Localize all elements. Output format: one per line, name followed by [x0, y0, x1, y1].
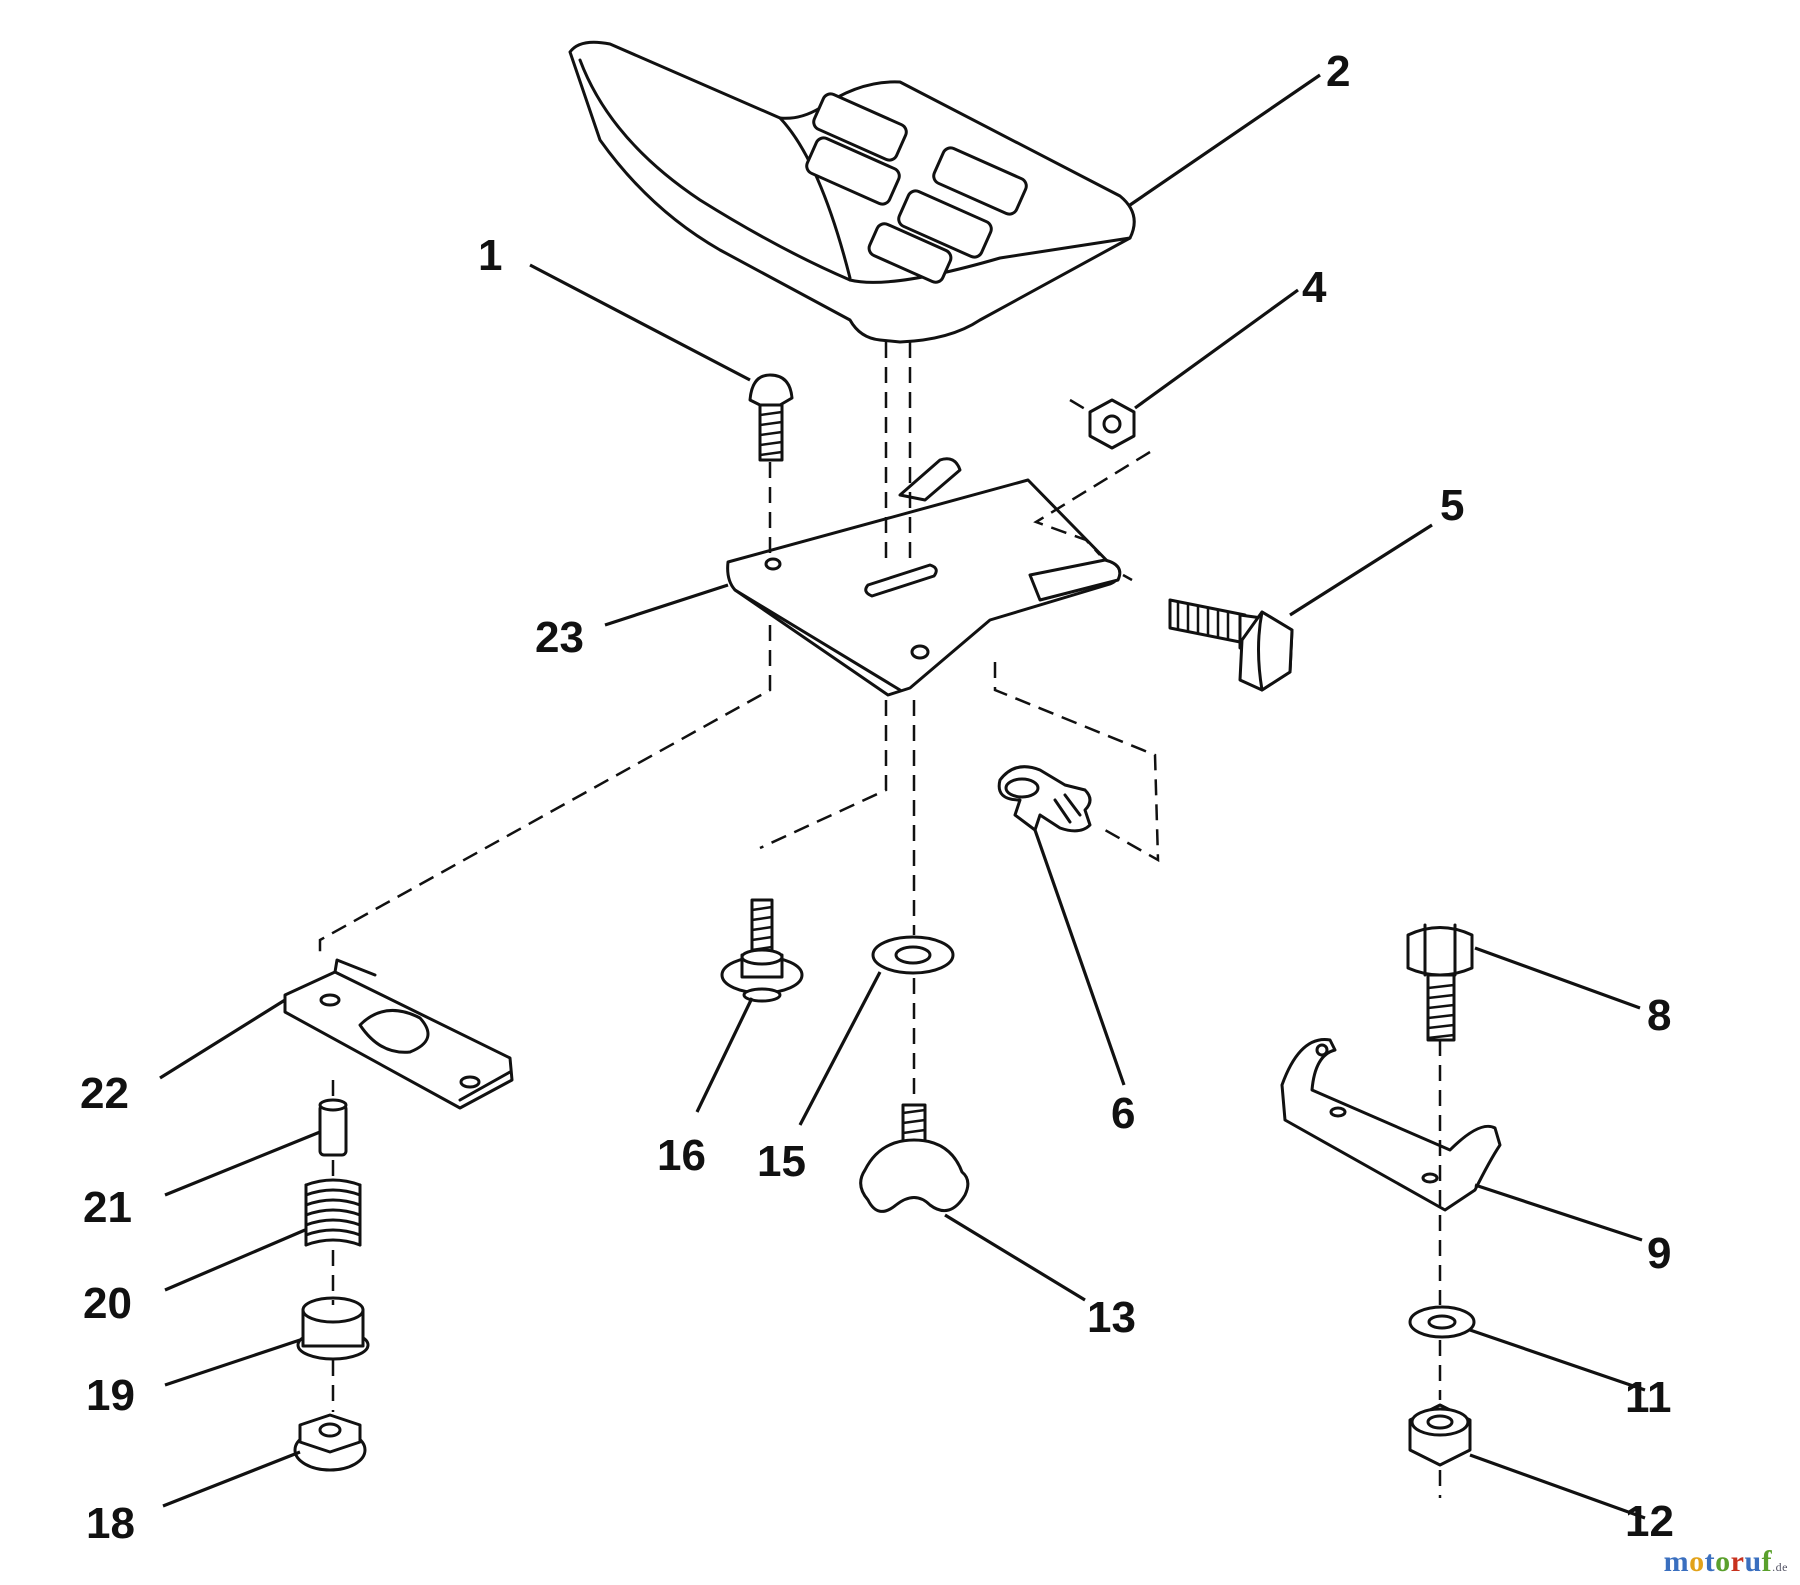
callout-20: 20: [83, 1279, 132, 1328]
callout-15: 15: [757, 1137, 806, 1186]
callout-18: 18: [86, 1499, 135, 1548]
brand-letter: m: [1663, 1545, 1690, 1578]
watermark-logo: motoruf.de: [1664, 1545, 1788, 1579]
callout-2: 2: [1326, 47, 1350, 96]
flat-washer-small: [1408, 1305, 1476, 1339]
callout-11: 11: [1625, 1373, 1672, 1422]
adjustment-knob: [859, 1103, 970, 1213]
brand-letter: t: [1704, 1545, 1716, 1578]
callout-6: 6: [1111, 1089, 1135, 1138]
callout-4: 4: [1302, 263, 1327, 312]
callout-23: 23: [535, 613, 584, 662]
callout-22: 22: [80, 1069, 129, 1118]
callout-21: 21: [83, 1183, 132, 1232]
assembly-lines: [318, 342, 1442, 1498]
seat: [568, 40, 1136, 344]
callout-5: 5: [1440, 481, 1464, 530]
slide-plate: [283, 958, 514, 1110]
compression-spring: [304, 1178, 362, 1247]
callout-16: 16: [657, 1131, 706, 1180]
mounting-bracket: [1280, 1038, 1502, 1212]
brand-letter: o: [1689, 1545, 1705, 1578]
lock-nut: [1408, 1403, 1472, 1467]
brand-letter: u: [1744, 1545, 1762, 1578]
hex-bolt-large: [1406, 923, 1474, 1042]
flat-washer-large: [871, 935, 955, 975]
callout-8: 8: [1647, 991, 1671, 1040]
seat-pan-bracket: [726, 457, 1122, 697]
shoulder-screw: [720, 898, 804, 1003]
callout-12: 12: [1625, 1497, 1674, 1546]
flange-nut: [293, 1413, 367, 1472]
spring-clip: [997, 765, 1092, 833]
carriage-bolt: [748, 373, 794, 462]
callout-13: 13: [1087, 1293, 1136, 1342]
brand-letter: o: [1715, 1545, 1731, 1578]
brand-letter: r: [1730, 1545, 1745, 1578]
callout-19: 19: [86, 1371, 135, 1420]
flange-bushing: [296, 1296, 370, 1361]
brand-letter: f: [1761, 1545, 1773, 1578]
roll-pin: [318, 1098, 348, 1157]
callout-numbers: 1 2 4 5 6 8 9 11 12 13 15 16 18 19 20 21…: [80, 47, 1674, 1548]
callout-9: 9: [1647, 1229, 1671, 1278]
callout-1: 1: [478, 231, 502, 280]
hex-nut-small: [1088, 398, 1136, 450]
leader-lines: [159, 73, 1646, 1520]
shoulder-bolt: [1168, 598, 1294, 692]
brand-domain-suffix: .de: [1772, 1560, 1788, 1574]
